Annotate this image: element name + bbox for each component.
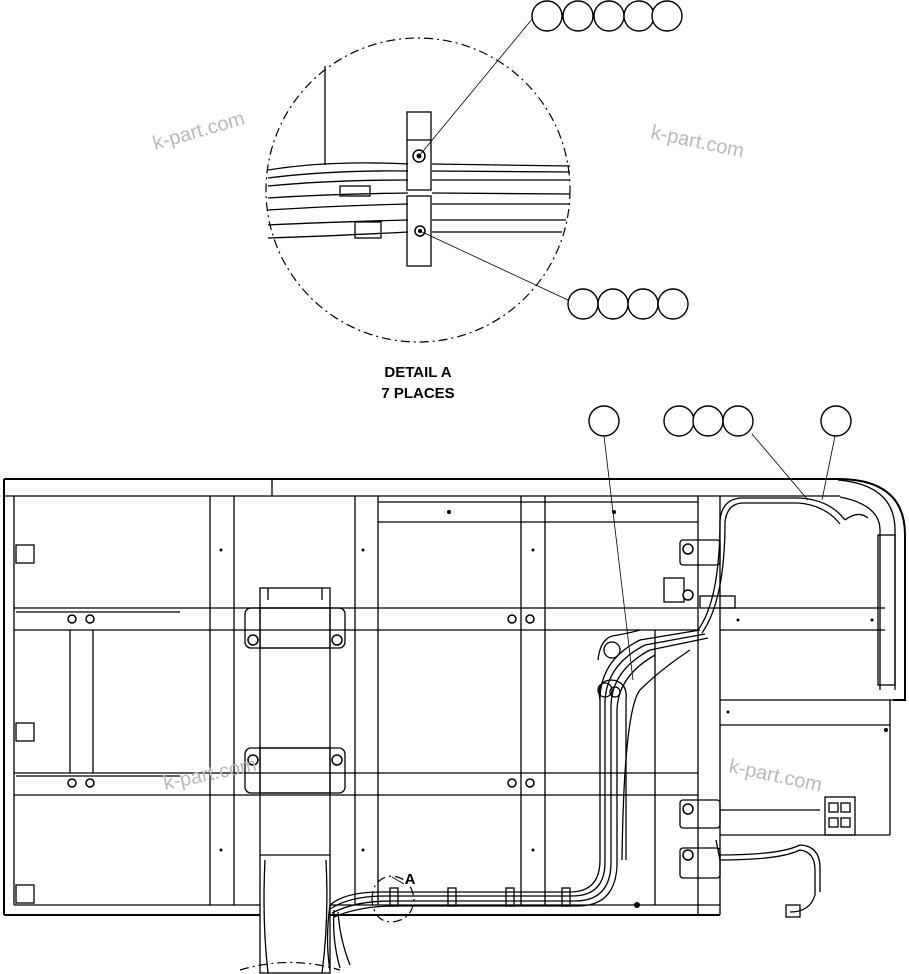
cross-beams [14, 501, 885, 796]
detail-title: DETAIL A [384, 364, 451, 381]
detail-clip-upper [406, 111, 432, 191]
main-assembly-view: A [3, 433, 906, 974]
callout-balloon [651, 0, 683, 32]
callout-balloon [597, 288, 629, 320]
beam-bolts [67, 510, 888, 908]
callout-group-lower [567, 288, 689, 320]
detail-a-letter: A [405, 871, 416, 888]
detail-subtitle: 7 PLACES [381, 385, 454, 402]
leader-line-upper [418, 17, 534, 157]
callout-group-main [588, 405, 852, 437]
watermark-text: k-part.com [727, 755, 824, 796]
callout-balloon [657, 288, 689, 320]
watermark-text: k-part.com [150, 108, 247, 155]
callout-balloon [692, 405, 724, 437]
harness-brackets [679, 539, 721, 879]
leader-line-harness [603, 435, 634, 681]
callout-balloon [562, 0, 594, 32]
wiring-harness [326, 497, 869, 971]
leader-line-lower [419, 230, 571, 302]
frame-top-rail [4, 478, 906, 701]
detail-a-marker: A [371, 871, 416, 923]
callout-balloon [567, 288, 599, 320]
callout-balloon [593, 0, 625, 32]
watermark-layer: k-part.com k-part.com k-part.com k-part.… [150, 108, 824, 797]
right-compartment [663, 479, 896, 836]
callout-balloon [820, 405, 852, 437]
leader-line-right [821, 435, 836, 501]
callout-balloon [588, 405, 620, 437]
callout-balloon [531, 0, 563, 32]
callout-balloon [623, 0, 655, 32]
callout-group-upper [531, 0, 683, 32]
callout-balloon [663, 405, 695, 437]
callout-balloon [627, 288, 659, 320]
leader-line-corner [751, 433, 809, 501]
watermark-text: k-part.com [649, 121, 746, 162]
detail-boundary-circle [265, 37, 571, 343]
detail-a-view [265, 17, 571, 343]
detail-clip-lower [406, 195, 432, 267]
callout-balloon [722, 405, 754, 437]
detail-harness-bundle [267, 162, 571, 239]
